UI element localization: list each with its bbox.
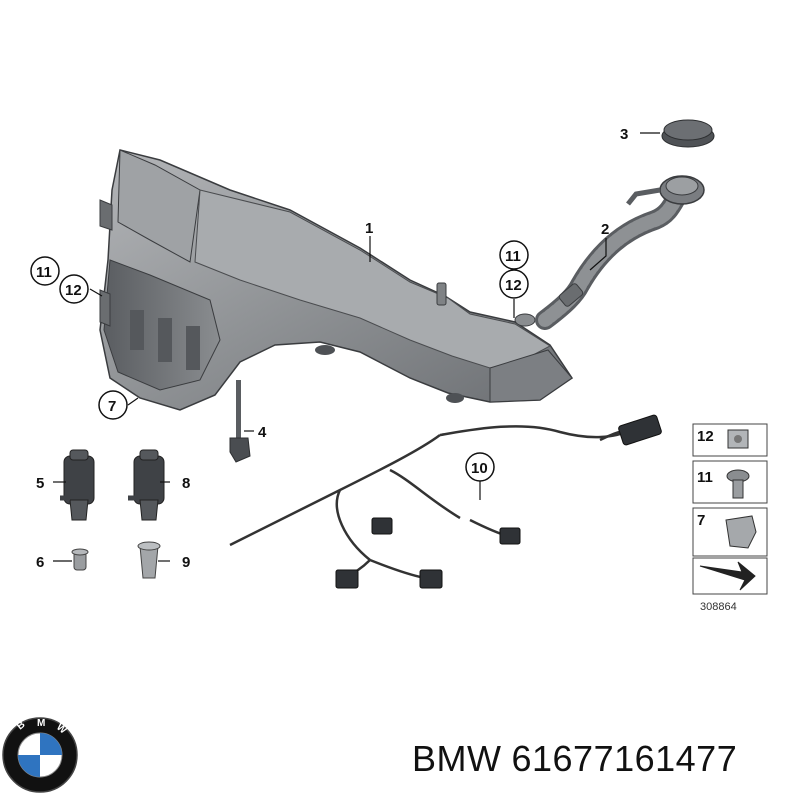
filler-cap <box>661 119 715 148</box>
svg-text:M: M <box>37 718 45 729</box>
callout-3: 3 <box>620 126 628 143</box>
bmw-logo: B M W <box>2 717 78 793</box>
callout-9: 9 <box>182 554 190 571</box>
washer-fluid-reservoir <box>99 149 574 411</box>
callout-1: 1 <box>365 220 373 237</box>
callout-12-left: 12 <box>65 282 82 299</box>
washer-pump-rear <box>128 449 165 521</box>
callout-2: 2 <box>601 221 609 238</box>
brand-name: BMW <box>412 738 502 779</box>
callout-12-right: 12 <box>505 277 522 294</box>
callout-8: 8 <box>182 475 190 492</box>
washer-pump-front <box>60 449 95 521</box>
grommet-small <box>71 548 89 571</box>
leader-lines <box>53 132 660 562</box>
reference-number: 308864 <box>700 601 737 613</box>
callout-7: 7 <box>108 398 116 415</box>
callout-10: 10 <box>471 460 488 477</box>
callouts: 1 2 3 4 5 6 8 9 7 11 12 11 12 10 <box>30 126 628 571</box>
callout-5: 5 <box>36 475 44 492</box>
callout-4: 4 <box>258 424 267 441</box>
fastener-legend: 12 11 7 308864 <box>692 423 768 613</box>
grommet-large <box>137 541 161 579</box>
harness-connectors <box>335 414 662 589</box>
callout-11-right: 11 <box>505 248 521 265</box>
part-number: 61677161477 <box>511 738 738 779</box>
legend-item-12: 12 <box>697 428 714 445</box>
level-sensor <box>229 380 251 463</box>
legend-item-7: 7 <box>697 512 705 529</box>
callout-6: 6 <box>36 554 44 571</box>
callout-11-left: 11 <box>36 264 52 281</box>
wiring-harness <box>229 425 649 580</box>
legend-item-11: 11 <box>697 469 713 486</box>
filler-neck <box>535 175 705 330</box>
